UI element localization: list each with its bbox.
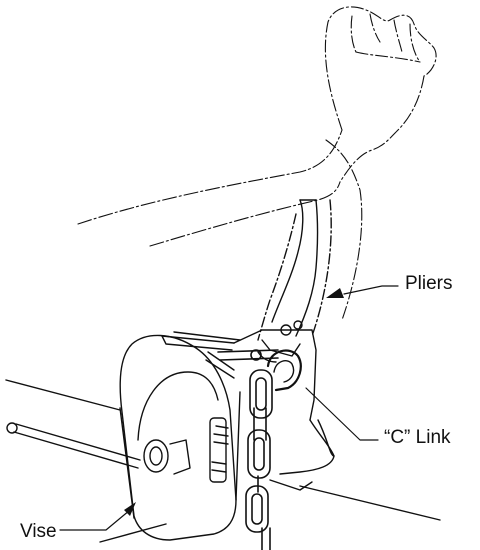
vise-arrowhead xyxy=(124,502,136,516)
c-link-leader xyxy=(305,387,379,441)
c-link-shape xyxy=(266,349,302,392)
callout-arrowheads xyxy=(124,288,344,516)
pliers-leader xyxy=(343,285,399,295)
forearm-outline xyxy=(77,129,343,247)
vise-leader xyxy=(59,509,131,531)
callout-leaders xyxy=(59,285,399,531)
chain-drawing xyxy=(217,349,302,550)
vise-label: Vise xyxy=(20,521,57,542)
c-link-label: “C” Link xyxy=(384,427,451,448)
pliers-label: Pliers xyxy=(405,273,453,294)
hand-outline xyxy=(324,6,437,321)
pliers-drawing xyxy=(257,199,332,363)
pliers-arrowhead xyxy=(326,288,344,298)
vise-drawing xyxy=(5,329,441,543)
